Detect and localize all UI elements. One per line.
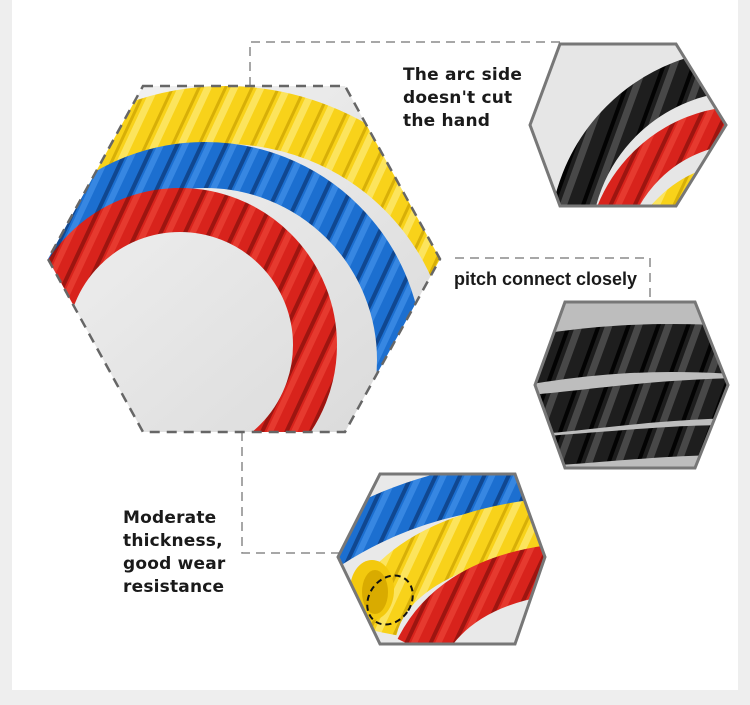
thickness-highlight-ring xyxy=(366,574,414,626)
arc-side-photo xyxy=(528,42,728,208)
main-spiral-photo xyxy=(46,84,442,434)
connector-lines xyxy=(241,41,651,554)
thickness-photo xyxy=(336,472,547,646)
arc-side-callout: The arc side doesn't cut the hand xyxy=(403,65,523,131)
thickness-callout: Moderate thickness, good wear resistance xyxy=(123,508,226,597)
pitch-photo xyxy=(533,300,730,470)
dashed-hexagon-frame-main xyxy=(46,84,442,434)
pitch-callout: pitch connect closely xyxy=(454,269,638,289)
